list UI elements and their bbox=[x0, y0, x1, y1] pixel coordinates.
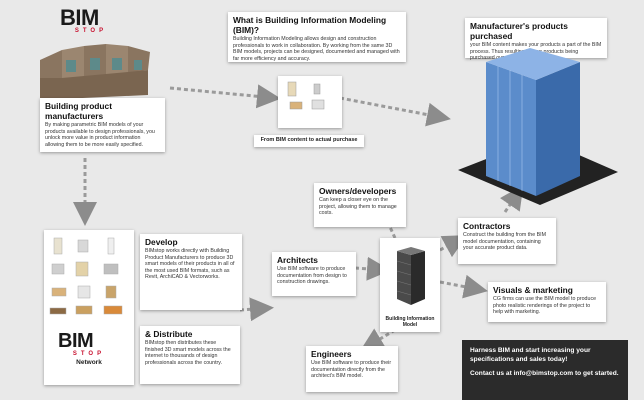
manufacturers-text: By making parametric BIM models of your … bbox=[45, 122, 155, 148]
network-logo-main: BIM bbox=[58, 330, 94, 352]
network-caption: Network bbox=[76, 359, 102, 366]
bim-content-card bbox=[278, 76, 342, 128]
cabinet-model-icon bbox=[311, 99, 325, 110]
cta-contact[interactable]: Contact us at info@bimstop.com to get st… bbox=[470, 370, 619, 377]
what-is-bim-card: What is Building Information Modeling (B… bbox=[228, 12, 406, 62]
network-logo: BIM STOP bbox=[58, 331, 120, 357]
arrow-network-to-architects bbox=[239, 297, 274, 322]
bim-model-caption: Building Information Model bbox=[385, 316, 435, 328]
owners-text: Can keep a closer eye on the project, al… bbox=[319, 197, 397, 217]
develop-title: Develop bbox=[145, 237, 178, 247]
develop-card: Develop BIMstop works directly with Buil… bbox=[140, 234, 242, 310]
door-model-icon bbox=[287, 81, 297, 97]
what-is-bim-title: What is Building Information Modeling (B… bbox=[233, 15, 387, 35]
arrow-model-to-visuals bbox=[439, 274, 488, 299]
manufacturers-card: Building product manufacturers By making… bbox=[40, 98, 165, 152]
network-logo-sub: STOP bbox=[72, 351, 106, 357]
arrow-contractors-to-building bbox=[499, 185, 524, 213]
visuals-card: Visuals & marketing CG firms can use the… bbox=[488, 282, 606, 322]
product-models-thumbnail bbox=[287, 81, 325, 110]
purchase-caption: From BIM content to actual purchase bbox=[254, 135, 364, 147]
develop-text: BIMstop works directly with Building Pro… bbox=[145, 248, 235, 281]
product-library-icons bbox=[49, 237, 123, 315]
products-purchased-text: your BIM content makes your products a p… bbox=[470, 42, 602, 62]
products-purchased-title: Manufacturer's products purchased bbox=[470, 21, 568, 41]
what-is-bim-text: Building Information Modeling allows des… bbox=[233, 36, 400, 62]
bim-model-icon bbox=[396, 247, 425, 305]
panel-model-icon bbox=[289, 101, 303, 110]
distribute-text: BIMstop then distributes these finished … bbox=[145, 340, 231, 366]
cta-box: Harness BIM and start increasing your sp… bbox=[462, 340, 628, 400]
arrow-model-to-engineers bbox=[359, 328, 396, 352]
contractors-text: Construct the building from the BIM mode… bbox=[463, 232, 547, 252]
engineers-title: Engineers bbox=[311, 349, 352, 359]
engineers-card: Engineers Use BIM software to produce th… bbox=[306, 346, 398, 392]
manufacturers-title: Building product manufacturers bbox=[45, 101, 112, 121]
products-purchased-card: Manufacturer's products purchased your B… bbox=[465, 18, 607, 61]
architects-title: Architects bbox=[277, 255, 318, 265]
distribute-card: & Distribute BIMstop then distributes th… bbox=[140, 326, 240, 384]
engineers-text: Use BIM software to produce their docume… bbox=[311, 360, 392, 380]
contractors-card: Contractors Construct the building from … bbox=[458, 218, 556, 264]
owners-title: Owners/developers bbox=[319, 186, 397, 196]
bim-model-card: Building Information Model bbox=[380, 238, 440, 332]
architects-text: Use BIM software to produce documentatio… bbox=[277, 266, 347, 286]
visuals-text: CG firms can use the BIM model to produc… bbox=[493, 296, 597, 316]
owners-card: Owners/developers Can keep a closer eye … bbox=[314, 183, 406, 227]
arrow-content-to-purchase bbox=[339, 96, 451, 127]
arrow-architects-to-model bbox=[354, 256, 391, 281]
network-panel[interactable]: BIM STOP Network bbox=[44, 230, 134, 385]
cta-headline: Harness BIM and start increasing your sp… bbox=[470, 347, 591, 363]
architects-card: Architects Use BIM software to produce d… bbox=[272, 252, 356, 296]
arrow-manufacturer-to-content bbox=[169, 84, 281, 109]
product-library-grid bbox=[49, 237, 123, 315]
distribute-title: & Distribute bbox=[145, 329, 193, 339]
logo-sub-text: STOP bbox=[74, 28, 108, 34]
contractors-title: Contractors bbox=[463, 221, 511, 231]
visuals-title: Visuals & marketing bbox=[493, 285, 573, 295]
logo-main-text: BIM bbox=[60, 5, 99, 30]
fixture-model-icon bbox=[313, 83, 321, 95]
bimstop-logo[interactable]: BIM STOP bbox=[60, 5, 122, 35]
